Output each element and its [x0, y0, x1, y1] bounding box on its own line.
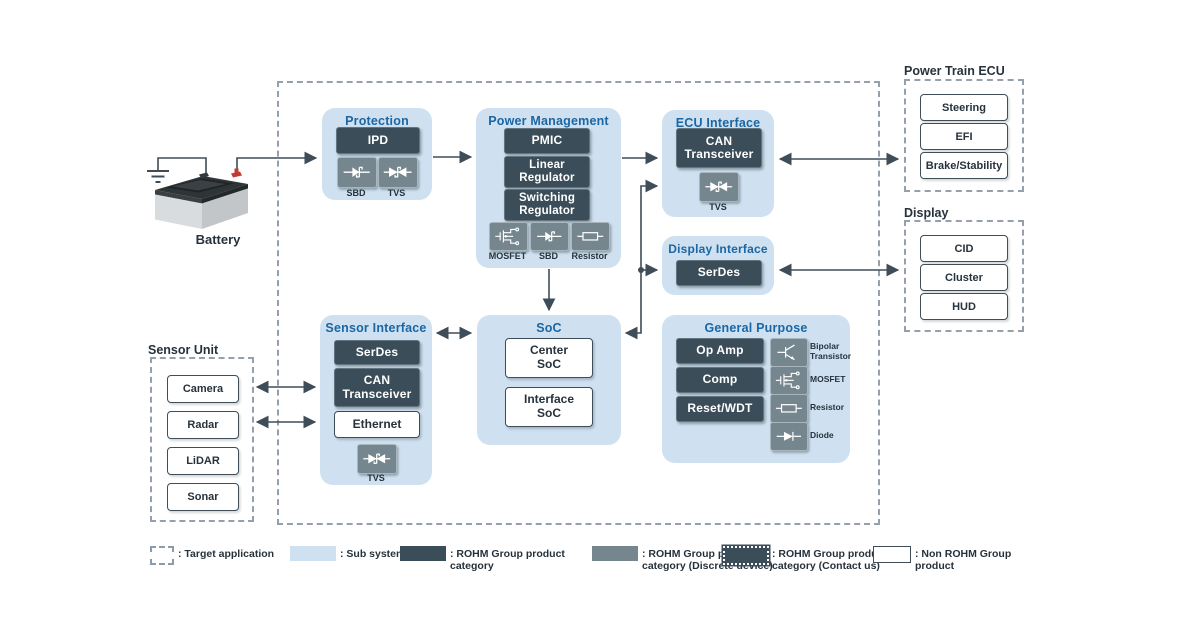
- subsystem-general-purpose: General Purpose Op Amp Comp Reset/WDT Bi…: [662, 315, 852, 463]
- resistor-icon: [770, 394, 808, 423]
- mosfet-label: MOSFET: [810, 373, 846, 384]
- cid-box: CID: [920, 235, 1008, 262]
- sensor-unit-label: Sensor Unit: [148, 343, 219, 357]
- tvs-icon: [699, 172, 739, 202]
- legend-rohm-category-swatch: [400, 546, 446, 561]
- can-transceiver-box: CAN Transceiver: [676, 128, 762, 168]
- legend-rohm-category-label: : ROHM Group product category: [450, 548, 565, 572]
- subsystem-protection: Protection IPD SBD TVS: [322, 108, 432, 200]
- linear-regulator-box: Linear Regulator: [504, 156, 590, 188]
- tvs-icon: [357, 444, 397, 474]
- power-train-ecu-label: Power Train ECU: [904, 64, 1005, 78]
- mosfet-icon: [770, 366, 808, 395]
- resistor-label: Resistor: [571, 251, 608, 261]
- main-application-boundary: [277, 81, 880, 525]
- legend-non-rohm-swatch: [873, 546, 911, 563]
- legend-rohm-contact-swatch: [723, 546, 769, 565]
- diode-label: Diode: [810, 429, 834, 440]
- ground-icon: [147, 157, 207, 183]
- subsystem-power-management: Power Management PMIC Linear Regulator S…: [476, 108, 621, 268]
- sensor-unit-boundary: Camera Radar LiDAR Sonar: [150, 357, 254, 522]
- resistor-label: Resistor: [810, 401, 845, 412]
- resistor-icon: [571, 222, 610, 251]
- reset-wdt-box: Reset/WDT: [676, 396, 764, 422]
- ipd-box: IPD: [336, 127, 420, 154]
- legend-sub-system-swatch: [290, 546, 336, 561]
- battery-label: Battery: [195, 232, 241, 247]
- subsystem-title: SoC: [536, 321, 562, 335]
- legend-non-rohm-label: : Non ROHM Group product: [915, 548, 1012, 572]
- legend-target-application-swatch: [150, 546, 174, 565]
- subsystem-title: Display Interface: [668, 242, 768, 256]
- can-transceiver-box: CAN Transceiver: [334, 368, 420, 407]
- tvs-icon: [377, 157, 418, 188]
- comp-box: Comp: [676, 367, 764, 393]
- op-amp-box: Op Amp: [676, 338, 764, 364]
- mosfet-icon: [489, 222, 528, 251]
- display-label: Display: [904, 206, 949, 220]
- battery-illustration: [155, 168, 248, 229]
- center-soc-box: Center SoC: [505, 338, 593, 378]
- sbd-icon: [337, 157, 377, 188]
- subsystem-ecu-interface: ECU Interface CAN Transceiver TVS: [662, 110, 774, 217]
- subsystem-soc: SoC Center SoC Interface SoC: [477, 315, 621, 445]
- interface-soc-box: Interface SoC: [505, 387, 593, 427]
- camera-box: Camera: [167, 375, 239, 403]
- sbd-icon: [530, 222, 569, 251]
- cluster-box: Cluster: [920, 264, 1008, 291]
- brake-stability-box: Brake/Stability: [920, 152, 1008, 179]
- serdes-box: SerDes: [676, 260, 762, 286]
- ethernet-box: Ethernet: [334, 411, 420, 438]
- tvs-label: TVS: [709, 202, 727, 212]
- subsystem-title: Sensor Interface: [325, 321, 427, 335]
- pmic-box: PMIC: [504, 128, 590, 154]
- serdes-box: SerDes: [334, 340, 420, 365]
- power-train-ecu-boundary: Steering EFI Brake/Stability: [904, 79, 1024, 192]
- sbd-label: SBD: [346, 188, 366, 198]
- subsystem-display-interface: Display Interface SerDes: [662, 236, 774, 295]
- lidar-box: LiDAR: [167, 447, 239, 475]
- legend-sub-system-label: : Sub system: [340, 548, 406, 560]
- legend-rohm-discrete-swatch: [592, 546, 638, 561]
- switching-regulator-box: Switching Regulator: [504, 189, 590, 221]
- bipolar-transistor-label: Bipolar Transistor: [810, 341, 852, 361]
- display-boundary: CID Cluster HUD: [904, 220, 1024, 332]
- steering-box: Steering: [920, 94, 1008, 121]
- subsystem-title: Protection: [345, 114, 409, 128]
- radar-box: Radar: [167, 411, 239, 439]
- tvs-label: TVS: [367, 473, 385, 483]
- efi-box: EFI: [920, 123, 1008, 150]
- sonar-box: Sonar: [167, 483, 239, 511]
- bipolar-transistor-icon: [770, 338, 808, 367]
- sbd-label: SBD: [538, 251, 558, 261]
- hud-box: HUD: [920, 293, 1008, 320]
- subsystem-sensor-interface: Sensor Interface SerDes CAN Transceiver …: [320, 315, 432, 485]
- mosfet-label: MOSFET: [488, 251, 527, 261]
- diode-icon: [770, 422, 808, 451]
- legend-target-application-label: : Target application: [178, 548, 275, 560]
- subsystem-title: General Purpose: [704, 321, 808, 335]
- subsystem-title: ECU Interface: [675, 116, 761, 130]
- tvs-label: TVS: [387, 188, 406, 198]
- subsystem-title: Power Management: [488, 114, 609, 128]
